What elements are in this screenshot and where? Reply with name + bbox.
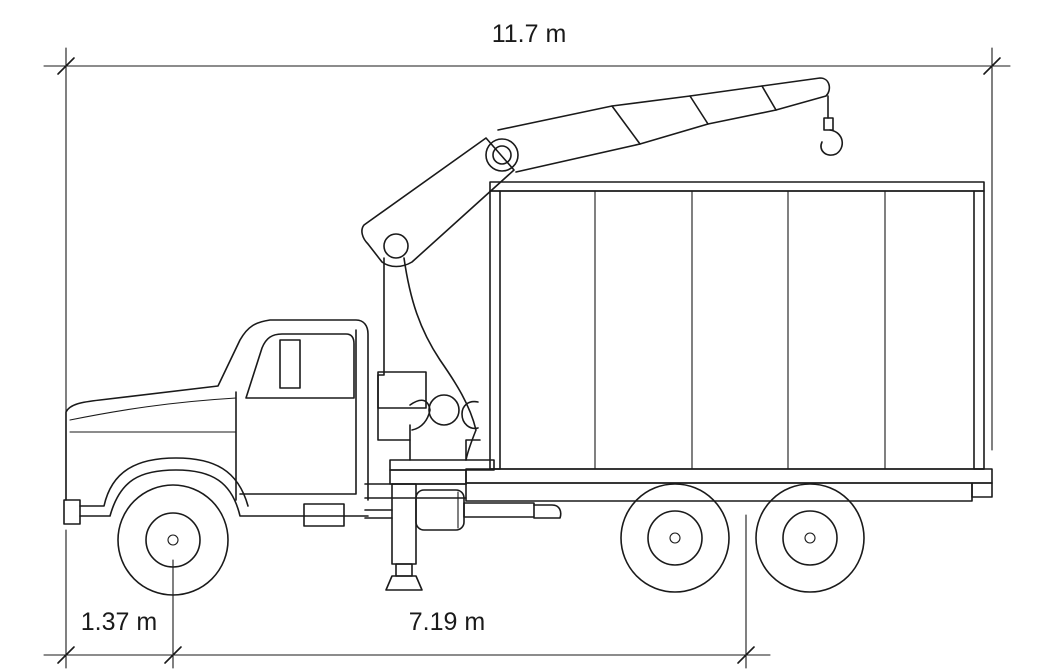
overall-length-label: 11.7 m [492,20,567,48]
outrigger [385,483,562,591]
crane-pedestal [377,257,495,485]
rear-wheel-2 [755,483,865,593]
axle-distance-label: 7.19 m [409,608,485,636]
crane-boom [361,77,843,268]
front-wheel [117,484,229,596]
dimension-bottom: 1.37 m 7.19 m [43,514,771,669]
front-overhang-label: 1.37 m [81,608,157,636]
dimension-overall-length: 11.7 m [43,20,1011,501]
truck-cab [63,319,369,527]
cargo-box [465,181,993,502]
rear-wheel-1 [620,483,730,593]
